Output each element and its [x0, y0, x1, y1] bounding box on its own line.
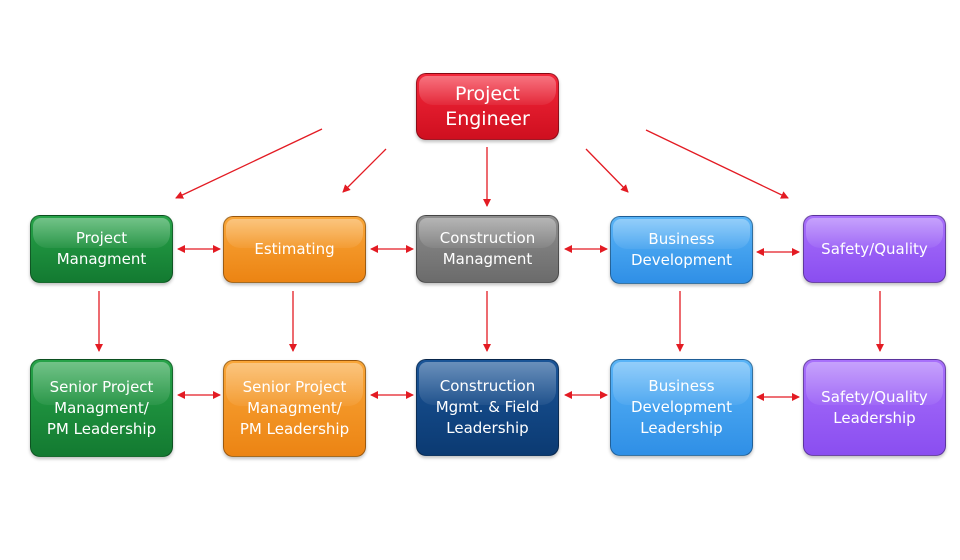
node-estimating-label: Estimating: [254, 240, 335, 258]
node-business-development-leadership[interactable]: Business Development Leadership: [610, 359, 753, 456]
node-construction-managment-label: Construction Managment: [439, 229, 536, 268]
arrow-engineer-to-project-managment: [175, 128, 323, 199]
node-safety-quality[interactable]: Safety/Quality: [803, 215, 946, 283]
node-project-managment-label: Project Managment: [56, 229, 147, 268]
node-business-development[interactable]: Business Development: [610, 216, 753, 284]
node-construction-field-leadership-label: Construction Mgmt. & Field Leadership: [435, 377, 540, 437]
arrow-engineer-to-safety-quality: [645, 129, 789, 199]
node-safety-quality-leadership-label: Safety/Quality Leadership: [821, 387, 928, 427]
node-project-engineer-label: Project Engineer: [445, 82, 530, 130]
arrow-engineer-to-estimating: [342, 148, 387, 193]
node-safety-quality-leadership[interactable]: Safety/Quality Leadership: [803, 359, 946, 456]
node-senior-pm-leadership-green[interactable]: Senior Project Managment/ PM Leadership: [30, 359, 173, 457]
node-construction-managment[interactable]: Construction Managment: [416, 215, 559, 283]
node-safety-quality-label: Safety/Quality: [821, 239, 928, 258]
node-business-development-label: Business Development: [631, 230, 732, 269]
node-senior-pm-leadership-orange-label: Senior Project Managment/ PM Leadership: [239, 378, 350, 438]
node-project-managment[interactable]: Project Managment: [30, 215, 173, 283]
node-construction-field-leadership[interactable]: Construction Mgmt. & Field Leadership: [416, 359, 559, 456]
node-senior-pm-leadership-green-label: Senior Project Managment/ PM Leadership: [46, 377, 157, 438]
node-business-development-leadership-label: Business Development Leadership: [631, 377, 732, 437]
node-estimating[interactable]: Estimating: [223, 216, 366, 283]
node-senior-pm-leadership-orange[interactable]: Senior Project Managment/ PM Leadership: [223, 360, 366, 457]
arrow-engineer-to-business-development: [585, 148, 629, 193]
node-project-engineer[interactable]: Project Engineer: [416, 73, 559, 140]
